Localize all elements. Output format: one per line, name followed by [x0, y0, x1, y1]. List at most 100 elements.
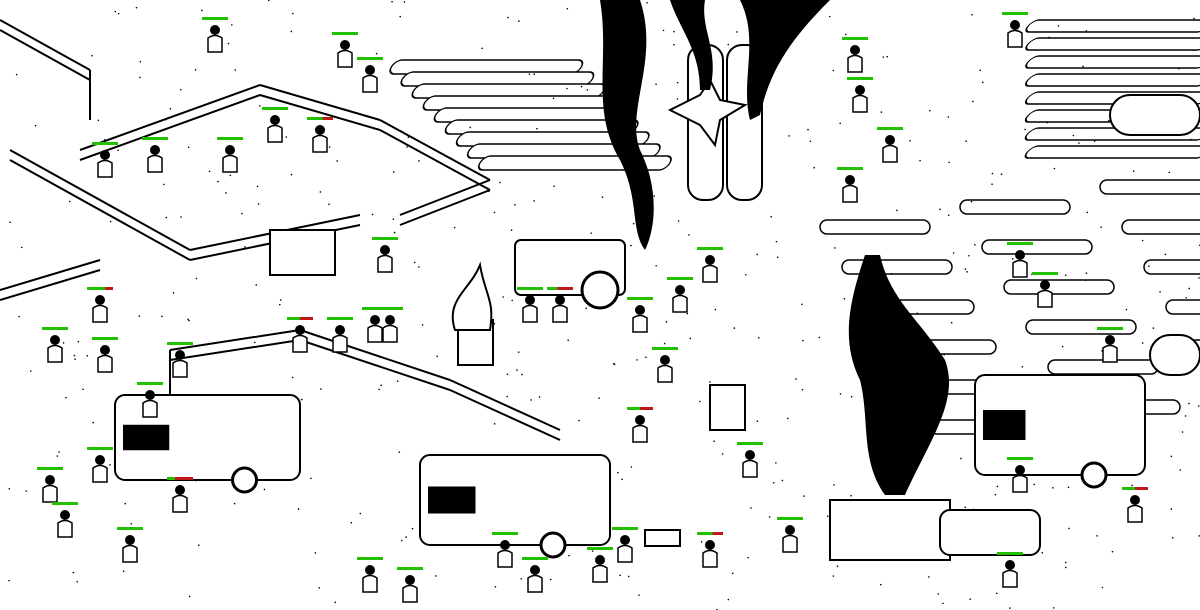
character[interactable] — [837, 167, 863, 202]
ground-dot — [82, 388, 84, 390]
character[interactable] — [877, 127, 903, 162]
ground-dot — [1047, 122, 1049, 124]
character[interactable] — [167, 477, 193, 512]
character-body — [148, 156, 162, 173]
character[interactable] — [217, 137, 243, 172]
ground-dot — [845, 34, 847, 36]
ground-dot — [507, 373, 509, 375]
character[interactable] — [52, 502, 78, 537]
character[interactable] — [87, 447, 113, 482]
ground-dot — [802, 389, 804, 391]
ground-dot — [1112, 551, 1114, 553]
character[interactable] — [627, 407, 653, 442]
ground-dot — [310, 478, 312, 480]
ground-dot — [736, 31, 738, 33]
smoke-plume — [849, 255, 949, 495]
character[interactable] — [667, 277, 693, 312]
character[interactable] — [357, 557, 383, 592]
health-bar-fill — [547, 287, 557, 290]
ground-dot — [291, 174, 293, 176]
ground-dot — [891, 273, 893, 275]
ground-dot — [621, 479, 623, 481]
ground-dot — [1182, 431, 1184, 433]
character-body — [123, 546, 137, 563]
character[interactable] — [287, 317, 313, 352]
ground-dot — [536, 128, 538, 130]
character[interactable] — [522, 557, 548, 592]
character-head — [855, 85, 865, 95]
character[interactable] — [587, 547, 613, 582]
ground-dot — [1179, 469, 1181, 471]
character-body — [1008, 31, 1022, 48]
ground-dot — [320, 191, 322, 193]
ground-dot — [1086, 272, 1088, 274]
ground-dot — [709, 381, 711, 383]
trailer-window — [123, 425, 169, 451]
character[interactable] — [737, 442, 763, 477]
ground-dot — [1054, 168, 1056, 170]
health-bar-fill — [397, 567, 423, 570]
character-body — [93, 306, 107, 323]
character[interactable] — [1002, 12, 1028, 47]
ground-dot — [73, 572, 75, 574]
ground-dot — [530, 399, 532, 401]
crop-row — [1023, 38, 1200, 50]
ground-dot — [636, 359, 638, 361]
character[interactable] — [652, 347, 678, 382]
character-body — [673, 296, 687, 313]
character-head — [525, 295, 535, 305]
character[interactable] — [997, 552, 1023, 587]
ground-dot — [617, 472, 619, 474]
character[interactable] — [842, 37, 868, 72]
character[interactable] — [697, 532, 723, 567]
ground-dot — [506, 396, 508, 398]
character[interactable] — [777, 517, 803, 552]
ground-dot — [502, 296, 504, 298]
character-head — [405, 575, 415, 585]
ground-dot — [494, 212, 496, 214]
character[interactable] — [332, 32, 358, 67]
ground-dot — [257, 186, 259, 188]
ground-dot — [78, 341, 80, 343]
character[interactable] — [42, 327, 68, 362]
character-head — [100, 150, 110, 160]
character[interactable] — [697, 247, 723, 282]
crates — [830, 500, 950, 560]
health-bar-fill — [777, 517, 803, 520]
health-bar-fill — [612, 527, 638, 530]
ground-dot — [1065, 567, 1067, 569]
character-head — [635, 305, 645, 315]
character[interactable] — [1122, 487, 1148, 522]
ground-dot — [673, 44, 675, 46]
character[interactable] — [627, 297, 653, 332]
ground-dot — [757, 420, 759, 422]
ground-dot — [688, 234, 690, 236]
shed — [270, 230, 335, 275]
ground-dot — [1190, 139, 1192, 141]
water-tank — [1150, 335, 1200, 375]
ground-dot — [91, 55, 93, 57]
character[interactable] — [262, 107, 288, 142]
character[interactable] — [372, 237, 398, 272]
character-head — [845, 175, 855, 185]
character[interactable] — [397, 567, 423, 602]
character[interactable] — [117, 527, 143, 562]
character[interactable] — [37, 467, 63, 502]
character[interactable] — [92, 337, 118, 372]
character[interactable] — [612, 527, 638, 562]
character-body — [523, 306, 537, 323]
character[interactable] — [142, 137, 168, 172]
ground-dot — [578, 420, 580, 422]
ground-dot — [1188, 403, 1190, 405]
character[interactable] — [847, 77, 873, 112]
character[interactable] — [202, 17, 228, 52]
character[interactable] — [87, 287, 113, 322]
ground-dot — [776, 241, 778, 243]
character[interactable] — [357, 57, 383, 92]
fence — [80, 85, 260, 150]
ground-dot — [92, 422, 94, 424]
ground-dot — [943, 354, 945, 356]
ground-dot — [196, 278, 198, 280]
